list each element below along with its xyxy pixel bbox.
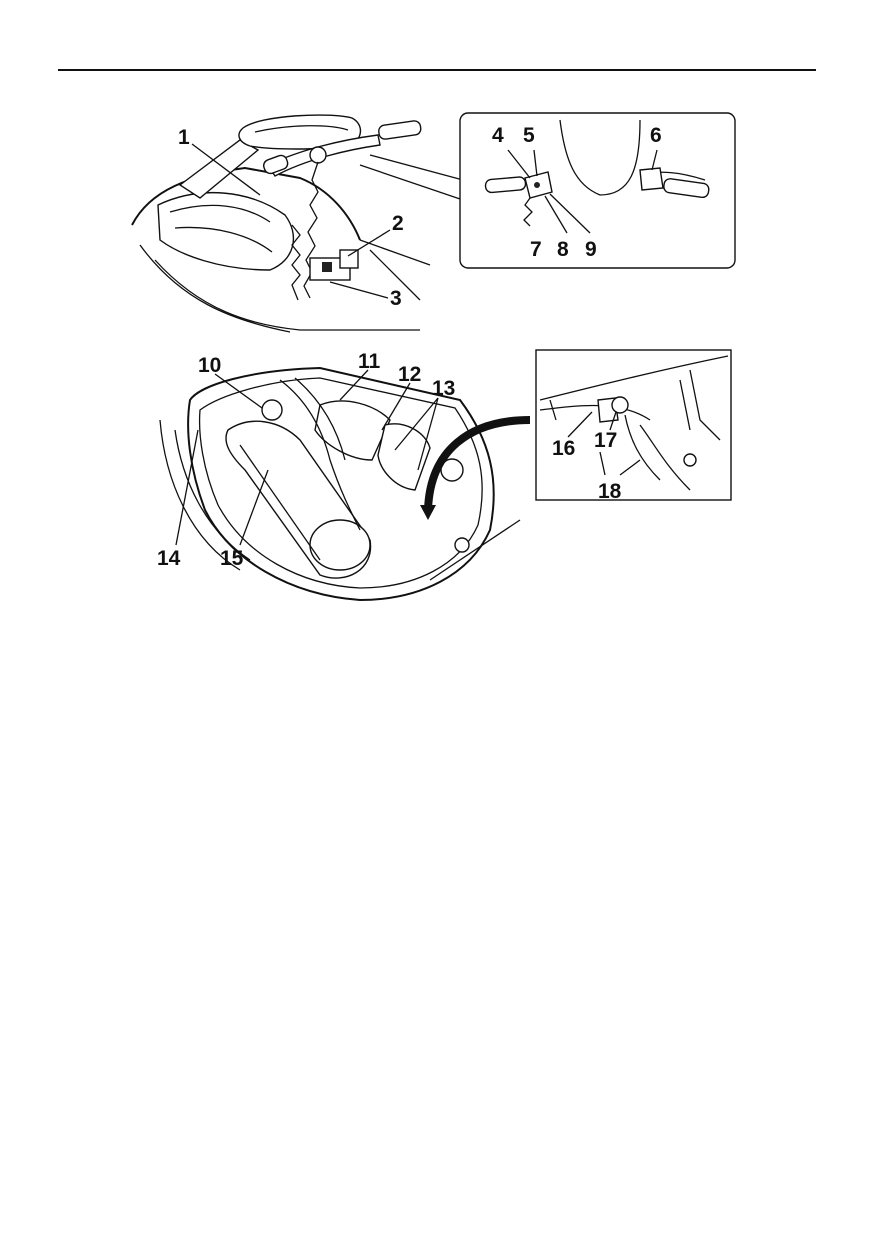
callout-15: 15 <box>220 547 244 570</box>
callout-18: 18 <box>598 480 622 503</box>
callout-13: 13 <box>432 377 455 400</box>
header-rule <box>58 69 816 71</box>
callout-7: 7 <box>530 238 542 261</box>
callout-1: 1 <box>178 126 190 149</box>
lower-engine-drawing <box>159 366 521 602</box>
callout-16: 16 <box>552 437 575 460</box>
handlebar-inset <box>459 112 736 269</box>
callout-14: 14 <box>157 547 181 570</box>
curved-arrow-icon <box>420 416 531 520</box>
callout-6: 6 <box>650 124 662 147</box>
callout-17: 17 <box>594 429 617 452</box>
callout-11: 11 <box>358 350 381 373</box>
callout-12: 12 <box>398 363 421 386</box>
callout-4: 4 <box>492 124 504 147</box>
callout-8: 8 <box>557 238 569 261</box>
callout-2: 2 <box>392 212 404 235</box>
callout-labels: 1 2 3 4 5 6 7 8 9 10 11 12 13 14 15 16 1… <box>157 124 662 570</box>
callout-10: 10 <box>198 354 221 377</box>
engine-inset <box>535 349 732 501</box>
upper-handlebar-drawing <box>131 114 464 333</box>
callout-5: 5 <box>523 124 535 147</box>
callout-3: 3 <box>390 287 402 310</box>
callout-9: 9 <box>585 238 597 261</box>
technical-illustration: 1 2 3 4 5 6 7 8 9 10 11 12 13 14 15 16 1… <box>131 112 736 602</box>
